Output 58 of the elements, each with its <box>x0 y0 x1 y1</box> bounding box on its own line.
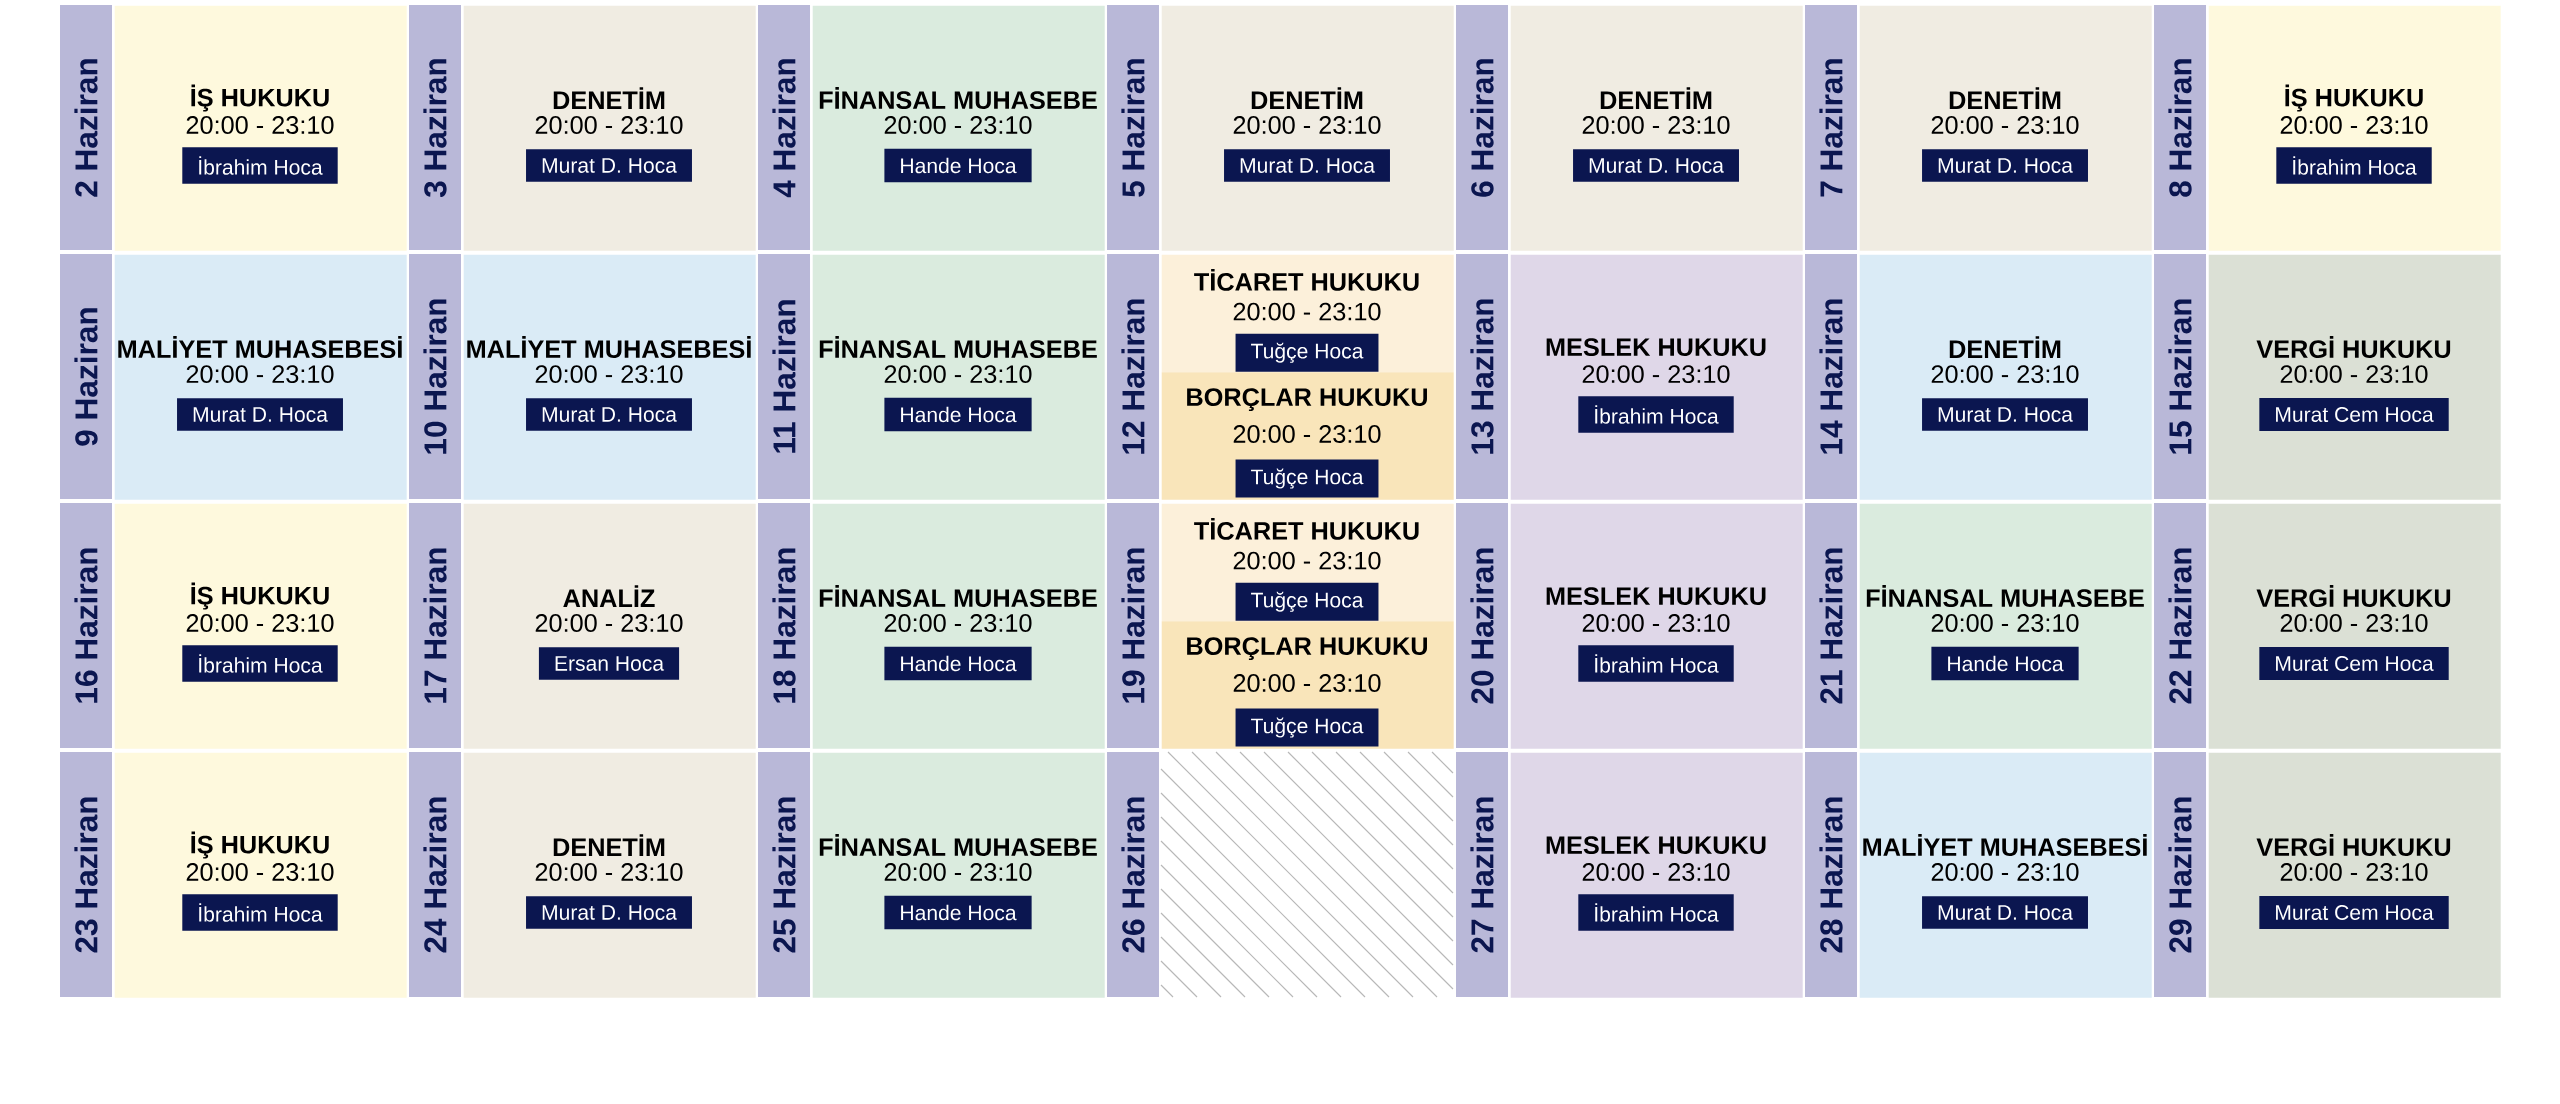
date-label: 29 Haziran <box>2154 752 2206 997</box>
date-label: 20 Haziran <box>1456 503 1508 748</box>
date-label: 22 Haziran <box>2154 503 2206 748</box>
teacher-badge: Murat D. Hoca <box>526 149 692 182</box>
date-label: 9 Haziran <box>60 254 112 499</box>
teacher-badge: İbrahim Hoca <box>1578 396 1734 433</box>
teacher-badge: Hande Hoca <box>884 148 1032 183</box>
date-label: 6 Haziran <box>1456 5 1508 250</box>
teacher-badge: İbrahim Hoca <box>1578 645 1734 682</box>
date-label: 11 Haziran <box>758 254 810 499</box>
teacher-badge: Hande Hoca <box>884 895 1032 930</box>
date-label: 28 Haziran <box>1805 752 1857 997</box>
teacher-badge: Murat D. Hoca <box>526 398 692 431</box>
date-label: 14 Haziran <box>1805 254 1857 499</box>
date-label: 12 Haziran <box>1107 254 1159 499</box>
teacher-badge: Tuğçe Hoca <box>1235 708 1379 747</box>
teacher-badge: Ersan Hoca <box>538 647 680 680</box>
teacher-badge: İbrahim Hoca <box>2276 147 2432 184</box>
teacher-badge: Murat D. Hoca <box>526 896 692 929</box>
date-label: 16 Haziran <box>60 503 112 748</box>
teacher-badge: Murat D. Hoca <box>1922 896 2088 929</box>
date-label: 17 Haziran <box>409 503 461 748</box>
date-label: 25 Haziran <box>758 752 810 997</box>
teacher-badge: Murat D. Hoca <box>177 398 343 431</box>
teacher-badge: Murat Cem Hoca <box>2259 896 2449 929</box>
date-label: 4 Haziran <box>758 5 810 250</box>
date-label: 8 Haziran <box>2154 5 2206 250</box>
teacher-badge: Murat Cem Hoca <box>2259 647 2449 680</box>
date-label: 5 Haziran <box>1107 5 1159 250</box>
date-label: 3 Haziran <box>409 5 461 250</box>
date-label: 10 Haziran <box>409 254 461 499</box>
teacher-badge: İbrahim Hoca <box>182 645 338 682</box>
teacher-badge: Murat D. Hoca <box>1224 149 1390 182</box>
date-label: 26 Haziran <box>1107 752 1159 997</box>
date-label: 18 Haziran <box>758 503 810 748</box>
teacher-badge: Hande Hoca <box>1931 646 2079 681</box>
teacher-badge: Murat D. Hoca <box>1922 149 2088 182</box>
hatched-box <box>1160 751 1454 998</box>
date-label: 27 Haziran <box>1456 752 1508 997</box>
teacher-badge: İbrahim Hoca <box>1578 894 1734 931</box>
date-label: 21 Haziran <box>1805 503 1857 748</box>
teacher-badge: İbrahim Hoca <box>182 147 338 184</box>
teacher-badge: Murat D. Hoca <box>1922 398 2088 431</box>
date-label: 2 Haziran <box>60 5 112 250</box>
teacher-badge: Tuğçe Hoca <box>1235 333 1379 372</box>
teacher-badge: Murat Cem Hoca <box>2259 398 2449 431</box>
date-label: 7 Haziran <box>1805 5 1857 250</box>
date-label: 23 Haziran <box>60 752 112 997</box>
teacher-badge: Tuğçe Hoca <box>1235 459 1379 498</box>
teacher-badge: İbrahim Hoca <box>182 894 338 931</box>
date-label: 13 Haziran <box>1456 254 1508 499</box>
teacher-badge: Tuğçe Hoca <box>1235 582 1379 621</box>
teacher-badge: Hande Hoca <box>884 646 1032 681</box>
teacher-badge: Hande Hoca <box>884 397 1032 432</box>
date-label: 24 Haziran <box>409 752 461 997</box>
teacher-badge: Murat D. Hoca <box>1573 149 1739 182</box>
date-label: 15 Haziran <box>2154 254 2206 499</box>
date-label: 19 Haziran <box>1107 503 1159 748</box>
